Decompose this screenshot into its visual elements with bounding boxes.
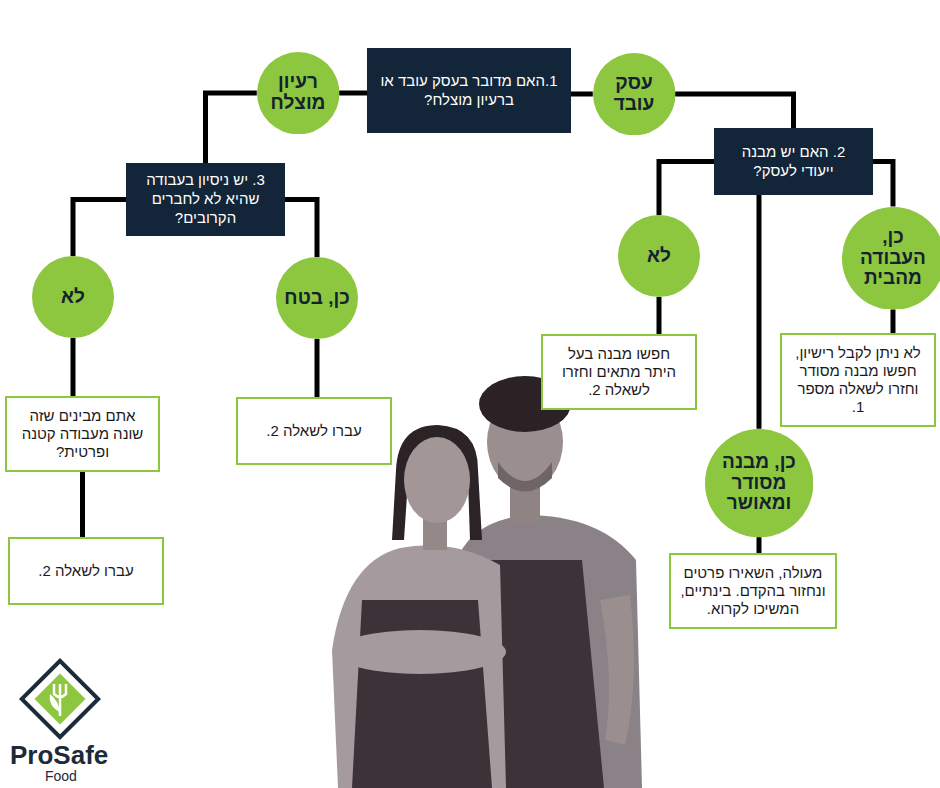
answer-text: עסק עובד [602,73,666,115]
note-box: מעולה, השאירו פרטים ונחזור בהקדם. בינתיי… [669,553,837,629]
connector-line [675,94,793,128]
connector-line [756,537,761,553]
answer-circle: כן, העבודה מהבית [842,207,940,310]
answer-text: לא [61,287,85,308]
answer-text: כן, בטח [284,288,349,309]
answer-circle: לא [32,256,114,338]
connector-line [285,200,317,258]
connector-line [206,93,257,163]
connector-line [315,339,320,397]
connector-line [571,91,593,96]
question-box: 3. יש ניסיון בעבודה שהיא לא לחברים הקרוב… [126,163,285,236]
connector-line [71,338,76,396]
answer-text: כן, העבודה מהבית [856,227,930,290]
box-text: מעולה, השאירו פרטים ונחזור בהקדם. בינתיי… [679,564,827,618]
answer-circle: רעיון מוצלח [257,52,339,134]
answer-text: כן, מבנה מסודר ומאושר [718,452,799,515]
connector-line [659,162,714,216]
answer-circle: כן, מבנה מסודר ומאושר [705,429,813,537]
logo-mark [22,661,98,737]
box-text: 3. יש ניסיון בעבודה שהיא לא לחברים הקרוב… [136,171,275,227]
connector-line [873,162,893,207]
answer-circle: לא [618,215,700,297]
note-box: לא ניתן לקבל רישיון, חפשו מבנה מסודר וחז… [780,333,936,427]
logo-subtitle: Food [45,768,77,784]
box-text: 2. האם יש מבנה ייעודי לעסק? [724,143,863,181]
question-box: 2. האם יש מבנה ייעודי לעסק? [714,128,873,195]
answer-text: לא [647,246,671,267]
note-box: עברו לשאלה 2. [236,397,392,465]
box-text: עברו לשאלה 2. [266,422,361,440]
box-text: חפשו מבנה בעל היתר מתאים וחזרו לשאלה 2. [551,345,687,399]
logo-name: ProSafe [10,740,108,771]
connector-line [657,297,662,334]
question-box: 1.האם מדובר בעסק עובד או ברעיון מוצלח? [367,48,571,133]
answer-circle: כן, בטח [276,257,358,339]
box-text: עברו לשאלה 2. [38,562,133,580]
box-text: אתם מבינים שזה שונה מעבודה קטנה ופרטית? [15,407,150,461]
note-box: אתם מבינים שזה שונה מעבודה קטנה ופרטית? [5,396,160,472]
note-box: חפשו מבנה בעל היתר מתאים וחזרו לשאלה 2. [541,334,697,410]
connector-line [756,195,761,429]
connector-line [80,472,85,537]
answer-circle: עסק עובד [593,53,675,135]
answer-text: רעיון מוצלח [266,72,330,114]
connector-line [890,309,895,333]
box-text: לא ניתן לקבל רישיון, חפשו מבנה מסודר וחז… [790,344,926,416]
connector-line [339,90,367,95]
box-text: 1.האם מדובר בעסק עובד או ברעיון מוצלח? [377,72,561,110]
note-box: עברו לשאלה 2. [8,537,164,605]
connector-line [73,200,126,257]
